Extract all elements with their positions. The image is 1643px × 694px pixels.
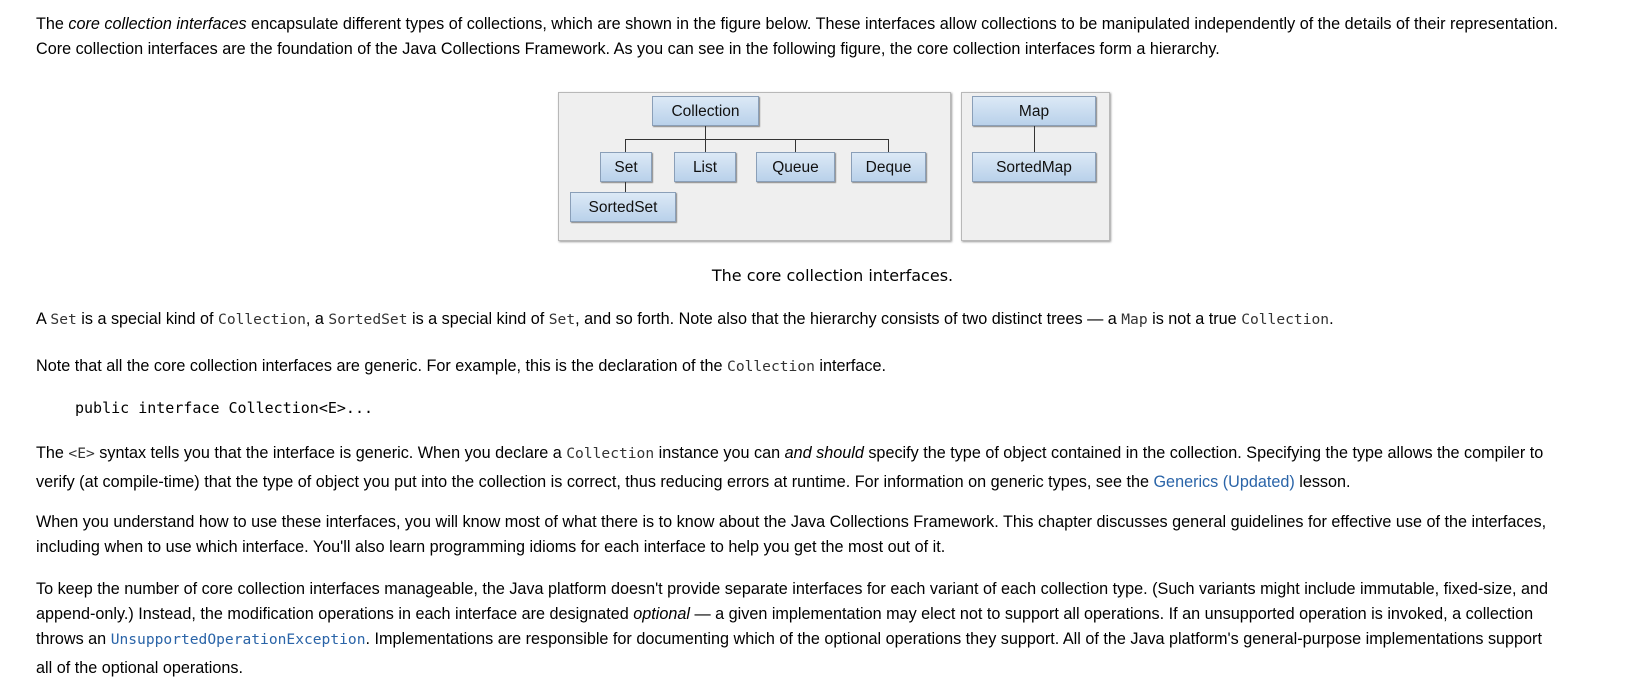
code-set: Set [548,311,576,328]
code-type-parameter: <E> [68,445,95,462]
connector [705,139,706,152]
connector [625,139,889,140]
intro-line-1: The core collection interfaces encapsula… [36,15,1558,33]
code-sortedset: SortedSet [328,311,408,328]
code-map: Map [1121,311,1148,328]
code-collection: Collection [727,358,815,375]
connector [625,139,626,152]
node-set: Set [600,152,652,182]
node-sortedmap: SortedMap [972,152,1096,182]
paragraph-hierarchy: A Set is a special kind of Collection, a… [36,310,1334,328]
paragraph-optional-operations: To keep the number of core collection in… [36,577,1636,681]
emphasis-and-should: and should [784,444,864,462]
connector [705,126,706,139]
code-collection: Collection [566,445,655,462]
paragraph-generic: Note that all the core collection interf… [36,357,886,375]
connector [795,139,796,152]
node-deque: Deque [851,152,926,182]
emphasis-core-collection-interfaces: core collection interfaces [68,15,247,33]
paragraph-type-parameter: The <E> syntax tells you that the interf… [36,444,1544,491]
intro-paragraph: The core collection interfaces encapsula… [36,12,1636,62]
node-queue: Queue [756,152,835,182]
collection-tree-panel: Collection Set List Queue Deque SortedSe… [558,92,951,241]
line: throws an UnsupportedOperationException.… [36,630,1542,648]
connector [888,139,889,152]
node-map: Map [972,96,1096,126]
code-collection: Collection [1241,311,1330,328]
line: To keep the number of core collection in… [36,580,1549,598]
line: append-only.) Instead, the modification … [36,605,1534,623]
unsupported-operation-exception-link[interactable]: UnsupportedOperationException [110,631,366,648]
code-collection: Collection [218,311,306,328]
code-set: Set [50,311,77,328]
paragraph-usage: When you understand how to use these int… [36,513,1547,556]
code-block-declaration: public interface Collection<E>... [75,399,374,417]
figure-caption: The core collection interfaces. [711,266,954,285]
connector [1034,126,1035,152]
node-collection: Collection [652,96,759,126]
node-sortedset: SortedSet [570,192,676,222]
emphasis-optional: optional [633,605,690,623]
connector [625,182,626,192]
intro-line-2: Core collection interfaces are the found… [36,40,1220,58]
generics-updated-link[interactable]: Generics (Updated) [1153,473,1295,491]
node-list: List [674,152,736,182]
line: all of the optional operations. [36,659,243,677]
map-tree-panel: Map SortedMap [961,92,1110,241]
